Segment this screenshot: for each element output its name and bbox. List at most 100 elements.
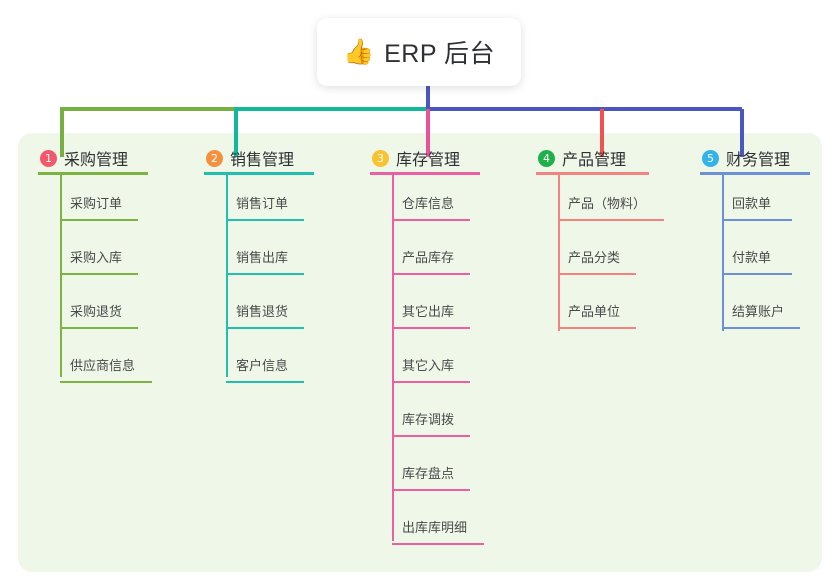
branch-leaf-item[interactable]: 产品分类 [558, 229, 636, 275]
branch-leaf-rule [392, 273, 470, 275]
branch-leaf-rule [392, 219, 470, 221]
branch-leaf-label: 采购订单 [70, 196, 123, 211]
branch-leaf-label: 销售出库 [236, 250, 289, 265]
branch-leaf-item[interactable]: 产品单位 [558, 283, 636, 329]
branch-leaf-label: 供应商信息 [70, 358, 136, 373]
drop-finance [740, 109, 744, 157]
branch-leaf-rule [392, 435, 470, 437]
branch-leaf-label: 产品库存 [402, 250, 455, 265]
branch-title: 销售管理 [230, 152, 295, 169]
branch-leaf-label: 库存调拨 [402, 412, 455, 427]
branch-leaf-item[interactable]: 库存调拨 [392, 391, 470, 437]
branch-spine [722, 175, 724, 331]
branch-leaf-rule [392, 543, 484, 545]
branch-header-rule [38, 172, 148, 175]
branch-leaf-item[interactable]: 采购入库 [60, 229, 138, 275]
segment-green [60, 107, 234, 111]
branch-leaf-label: 付款单 [732, 250, 772, 265]
branch-leaf-rule [226, 219, 304, 221]
branch-leaf-item[interactable]: 供应商信息 [60, 337, 152, 383]
branch-spine [392, 175, 394, 541]
branch-leaf-label: 产品分类 [568, 250, 621, 265]
branch-leaf-label: 采购退货 [70, 304, 123, 319]
branch-leaf-rule [226, 381, 304, 383]
drop-inventory [426, 109, 430, 157]
branch-spine [60, 175, 62, 377]
branch-leaf-rule [392, 327, 470, 329]
branch-leaf-label: 其它出库 [402, 304, 455, 319]
branch-leaf-label: 销售退货 [236, 304, 289, 319]
branch-number-badge: 2 [206, 149, 223, 167]
branch-header-rule [700, 172, 810, 175]
branch-leaf-item[interactable]: 产品库存 [392, 229, 470, 275]
branch-leaf-item[interactable]: 出库库明细 [392, 499, 484, 545]
branch-leaf-rule [60, 273, 138, 275]
branch-header-product[interactable]: 4 产品管理 [536, 146, 626, 170]
branch-leaf-rule [558, 327, 636, 329]
branch-leaf-item[interactable]: 结算账户 [722, 283, 800, 329]
branch-title: 财务管理 [726, 152, 791, 169]
branch-leaf-rule [558, 273, 636, 275]
branch-leaf-rule [60, 381, 152, 383]
root-title: ERP 后台 [384, 40, 496, 68]
branch-header-rule [536, 172, 649, 175]
branches-panel [18, 133, 822, 572]
drop-purchase [60, 109, 64, 157]
branch-leaf-rule [226, 327, 304, 329]
branch-leaf-rule [392, 381, 470, 383]
branch-leaf-rule [392, 489, 470, 491]
branch-leaf-rule [722, 273, 792, 275]
branch-header-sales[interactable]: 2 销售管理 [204, 146, 294, 170]
drop-sales [234, 109, 238, 157]
branch-leaf-label: 产品单位 [568, 304, 621, 319]
branch-leaf-item[interactable]: 销售订单 [226, 175, 304, 221]
branch-leaf-label: 客户信息 [236, 358, 289, 373]
branch-column-product: 4 产品管理产品（物料） 产品分类产品单位 [536, 146, 664, 331]
branch-leaf-item[interactable]: 付款单 [722, 229, 792, 275]
branch-leaf-label: 出库库明细 [402, 520, 468, 535]
branch-leaf-item[interactable]: 采购订单 [60, 175, 138, 221]
thumbs-up-icon: 👍 [342, 37, 375, 66]
branch-title: 产品管理 [562, 152, 627, 169]
root-stem-connector [426, 84, 430, 111]
branch-leaf-rule [60, 219, 138, 221]
branch-leaf-item[interactable]: 回款单 [722, 175, 792, 221]
branch-number-badge: 4 [538, 149, 555, 167]
branch-header-rule [204, 172, 314, 175]
branch-header-rule [370, 172, 480, 175]
branch-title: 库存管理 [396, 152, 461, 169]
branch-column-inventory: 3 库存管理仓库信息产品库存其它出库其它入库库存调拨库存盘点出库库明细 [370, 146, 484, 545]
branch-leaf-item[interactable]: 销售出库 [226, 229, 304, 275]
branch-number-badge: 3 [372, 149, 389, 167]
branch-leaf-label: 库存盘点 [402, 466, 455, 481]
branch-leaf-label: 产品（物料） [568, 196, 647, 211]
branch-column-purchase: 1 采购管理采购订单采购入库采购退货供应商信息 [38, 146, 152, 383]
branch-column-finance: 5 财务管理回款单付款单结算账户 [700, 146, 810, 331]
branch-leaf-item[interactable]: 客户信息 [226, 337, 304, 383]
branch-number-badge: 1 [40, 149, 57, 167]
branch-leaf-rule [722, 219, 792, 221]
branch-spine [558, 175, 560, 331]
branch-header-purchase[interactable]: 1 采购管理 [38, 146, 128, 170]
branch-leaf-label: 结算账户 [732, 304, 785, 319]
segment-indigo [426, 107, 742, 111]
branch-leaf-item[interactable]: 其它出库 [392, 283, 470, 329]
branch-header-finance[interactable]: 5 财务管理 [700, 146, 790, 170]
branch-leaf-item[interactable]: 其它入库 [392, 337, 470, 383]
branch-leaf-label: 其它入库 [402, 358, 455, 373]
branch-leaf-label: 回款单 [732, 196, 772, 211]
branch-leaf-item[interactable]: 销售退货 [226, 283, 304, 329]
branch-leaf-item[interactable]: 产品（物料） [558, 175, 664, 221]
branch-title: 采购管理 [64, 152, 129, 169]
branch-leaf-label: 仓库信息 [402, 196, 455, 211]
branch-leaf-item[interactable]: 库存盘点 [392, 445, 470, 491]
branch-column-sales: 2 销售管理销售订单销售出库销售退货客户信息 [204, 146, 314, 383]
branch-leaf-rule [60, 327, 138, 329]
branch-header-inventory[interactable]: 3 库存管理 [370, 146, 460, 170]
branch-number-badge: 5 [702, 149, 719, 167]
branch-leaf-item[interactable]: 仓库信息 [392, 175, 470, 221]
root-node[interactable]: 👍 ERP 后台 [317, 18, 521, 86]
branch-leaf-rule [558, 219, 664, 221]
branch-leaf-item[interactable]: 采购退货 [60, 283, 138, 329]
